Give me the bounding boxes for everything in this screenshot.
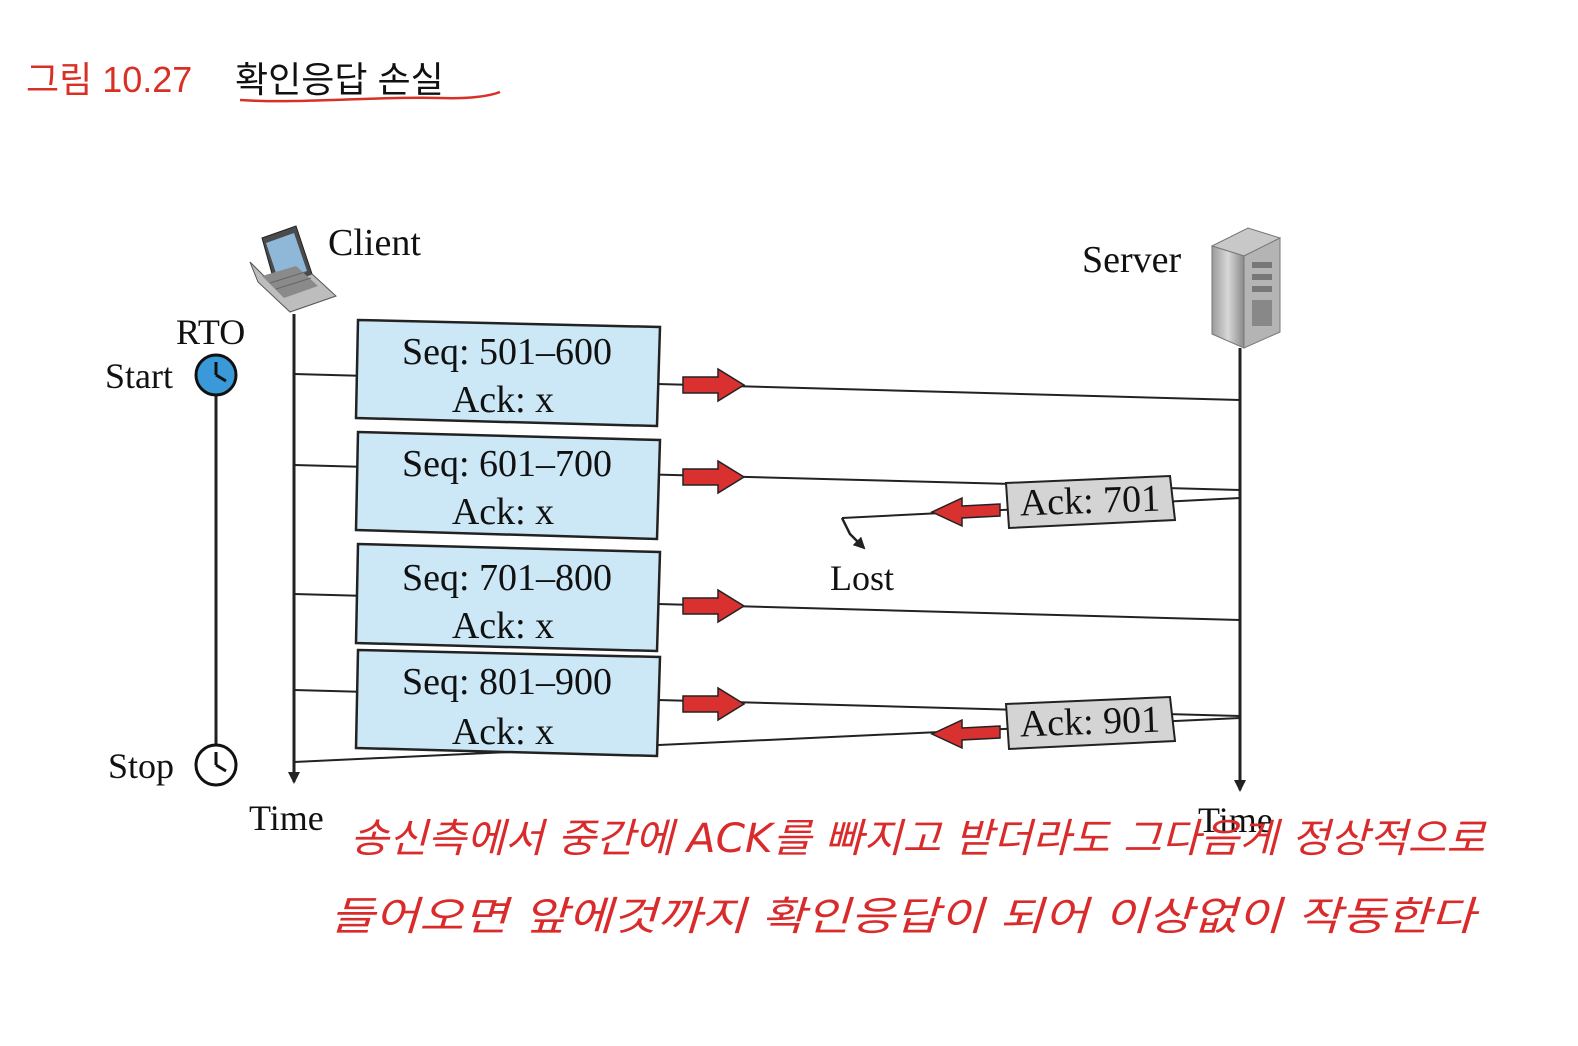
segment-3-ack: Ack: x xyxy=(452,605,554,647)
segment-2-seq: Seq: 601–700 xyxy=(402,443,612,485)
segment-4-arrow-icon xyxy=(682,686,746,722)
segment-2-ack: Ack: x xyxy=(452,491,554,533)
ack-701-box: Ack: 701 xyxy=(1004,474,1177,530)
segment-1-box: Seq: 501–600 Ack: x xyxy=(354,318,662,428)
server-label: Server xyxy=(1082,239,1182,281)
ack-901-arrow-icon xyxy=(930,718,1001,750)
lost-label: Lost xyxy=(830,558,894,598)
rto-label: RTO xyxy=(176,312,245,352)
client-time-label: Time xyxy=(249,798,324,838)
segment-2-arrow-icon xyxy=(682,459,746,495)
ack-701-lost-arrow xyxy=(840,517,866,550)
title-underline xyxy=(239,90,501,103)
figure-title: 확인응답 손실 xyxy=(235,59,444,100)
ack-901-box: Ack: 901 xyxy=(1004,695,1177,751)
ack-901-label: Ack: 901 xyxy=(1019,699,1161,746)
handwritten-note-line-2: 들어오면 앞에것까지 확인응답이 되어 이상없이 작동한다 xyxy=(330,894,1480,940)
server-tower-icon xyxy=(1210,227,1282,349)
timer-stop-clock-icon xyxy=(194,743,238,787)
laptop-icon xyxy=(249,225,337,313)
timer-start-clock-icon xyxy=(194,353,238,397)
segment-1-ack: Ack: x xyxy=(452,379,554,421)
handwritten-note-line-1: 송신측에서 중간에 ACK를 빠지고 받더라도 그다음게 정상적으로 xyxy=(350,816,1487,862)
server-time-label: Time xyxy=(1198,800,1273,840)
segment-3-box: Seq: 701–800 Ack: x xyxy=(354,542,662,653)
segment-1-seq: Seq: 501–600 xyxy=(402,331,612,373)
segment-4-seq: Seq: 801–900 xyxy=(402,661,612,703)
segment-2-box: Seq: 601–700 Ack: x xyxy=(354,430,662,541)
figure-label: 그림 10.27 xyxy=(26,59,192,100)
timer-start-label: Start xyxy=(105,356,173,396)
ack-701-label: Ack: 701 xyxy=(1019,478,1161,525)
segment-1-arrow-icon xyxy=(682,367,746,403)
ack-701-arrow-icon xyxy=(930,496,1001,528)
segment-4-box: Seq: 801–900 Ack: x xyxy=(354,648,662,758)
segment-4-ack: Ack: x xyxy=(452,711,554,753)
client-label: Client xyxy=(328,222,421,264)
timer-stop-label: Stop xyxy=(108,746,174,786)
segment-3-arrow-icon xyxy=(682,588,746,624)
segment-3-seq: Seq: 701–800 xyxy=(402,557,612,599)
